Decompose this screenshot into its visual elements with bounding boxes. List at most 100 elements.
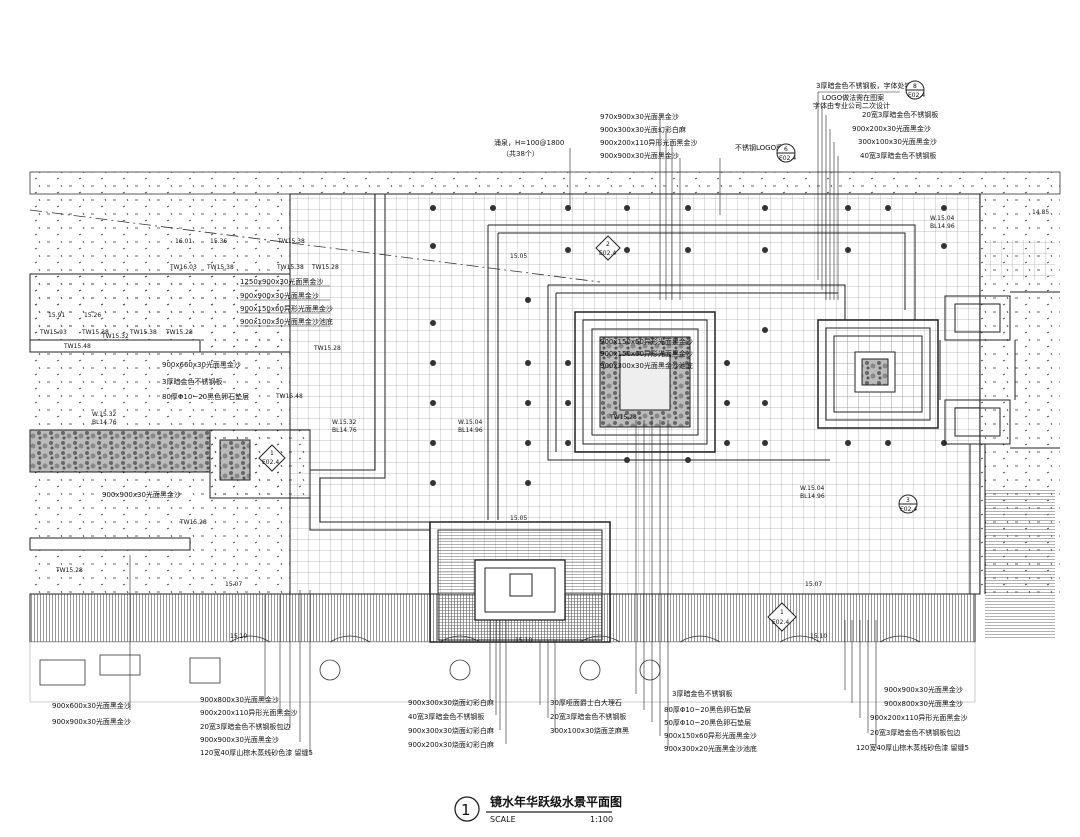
note-text: 900x200x110异形光面黑金沙 bbox=[870, 713, 967, 722]
scale-label: SCALE bbox=[490, 815, 516, 824]
stepped-pool-outlines bbox=[309, 194, 939, 643]
bubble-number: 1 bbox=[780, 609, 784, 616]
level-text: TW15.93 bbox=[39, 329, 67, 336]
level-text: W.15.04 bbox=[800, 485, 825, 492]
bubble-number: 3 bbox=[906, 497, 910, 504]
bubble-number: 2 bbox=[606, 241, 610, 248]
level-text: BL14.76 bbox=[332, 427, 357, 434]
bottom-planters bbox=[39, 635, 921, 686]
level-text: TW15.48 bbox=[275, 393, 303, 400]
bubble-sheet: E02.4 bbox=[772, 619, 789, 626]
note-text: 20宽3厚暗金色不锈钢板 bbox=[550, 712, 626, 721]
drawing-title: 镜水年华跃级水景平面图 bbox=[490, 794, 622, 809]
note-text: 300x100x30烧面芝麻黑 bbox=[550, 726, 629, 735]
callout-text: 20宽3厚暗金色不锈钢板 bbox=[862, 110, 938, 119]
level-text: 15.91 bbox=[48, 312, 65, 319]
note-text: 900x300x30烧面幻彩白麻 bbox=[408, 726, 494, 735]
level-text: 14.85 bbox=[1032, 209, 1049, 216]
level-text: 15.10 bbox=[810, 633, 827, 640]
level-text: TW15.28 bbox=[179, 519, 207, 526]
callout-text: 字体由专业公司二次设计 bbox=[813, 101, 890, 110]
bubble-sheet: E02.4 bbox=[908, 92, 925, 99]
bubble-sheet: E02.4 bbox=[262, 459, 279, 466]
level-text: 15.07 bbox=[805, 581, 822, 588]
bottom-center-notes: 900x300x30烧面幻彩白麻 40宽3厚暗金色不锈钢板 900x300x30… bbox=[408, 698, 629, 749]
right-pavilion bbox=[939, 291, 1060, 594]
fountain-jets bbox=[430, 205, 947, 486]
level-text: 15.07 bbox=[225, 581, 242, 588]
spot-label: 涌泉，H=100@1800 bbox=[494, 138, 564, 147]
logo-label: 不锈钢LOGO牌 bbox=[735, 143, 783, 152]
bubble-sheet: E02.4 bbox=[900, 506, 917, 513]
level-text: TW15.28 bbox=[165, 329, 193, 336]
level-text: TW15.28 bbox=[609, 414, 637, 421]
level-text: TW15.28 bbox=[311, 264, 339, 271]
detail-bubble: 1 E02.4 bbox=[258, 444, 286, 472]
level-text: 15.05 bbox=[510, 253, 527, 260]
level-text: 15.36 bbox=[210, 238, 227, 245]
note-text: 900x900x30光面黑金沙 bbox=[200, 735, 279, 744]
callout-text: 900x900x30光面黑金沙 bbox=[600, 151, 679, 160]
note-text: 900x660x30光面黑金沙 bbox=[162, 360, 241, 369]
callout-text: 970x900x30光面黑金沙 bbox=[600, 112, 679, 121]
scale-value: 1:100 bbox=[590, 815, 613, 824]
note-text: 900x150x60异形光面黑金沙 bbox=[240, 304, 333, 313]
note-text: 3厚暗金色不锈钢板 bbox=[672, 689, 732, 698]
level-text: 15.10 bbox=[515, 637, 532, 644]
note-text: 900x150x60异形光面黑金沙 bbox=[664, 731, 757, 740]
callout-text: 40宽3厚暗金色不锈钢板 bbox=[860, 151, 936, 160]
bottom-center-right-notes: 3厚暗金色不锈钢板 80厚Φ10~20黑色卵石垫层 50厚Φ10~20黑色卵石垫… bbox=[664, 689, 757, 753]
note-text: 20宽3厚暗金色不锈钢板包边 bbox=[200, 722, 290, 731]
note-text: 900x600x30光面黑金沙 bbox=[52, 701, 131, 710]
level-text: BL14.96 bbox=[930, 223, 955, 230]
note-text: 120宽40厚山棕木蒸线砂色漆 留缝5 bbox=[856, 743, 969, 752]
note-text: 900x900x30光面黑金沙 bbox=[102, 490, 181, 499]
note-text: 20宽3厚暗金色不锈钢板包边 bbox=[870, 728, 960, 737]
note-text: 900x150x60异形光面黑金沙 bbox=[600, 337, 693, 346]
level-text: 15.05 bbox=[510, 515, 527, 522]
detail-bubble: 1 E02.4 bbox=[767, 602, 797, 632]
note-text: 80厚Φ10~20黑色卵石垫层 bbox=[664, 705, 751, 714]
note-text: 3厚暗金色不锈钢板 bbox=[162, 377, 222, 386]
callout-text: 900x200x30光面黑金沙 bbox=[852, 124, 931, 133]
note-text: 900x300x30光面黑金沙池底 bbox=[600, 361, 693, 370]
section-line bbox=[29, 209, 601, 283]
level-text: W.15.04 bbox=[930, 215, 955, 222]
bubble-number: 8 bbox=[913, 83, 917, 90]
note-text: 40宽3厚暗金色不锈钢板 bbox=[408, 712, 484, 721]
callout-text: 900x300x30光面幻彩白麻 bbox=[600, 125, 686, 134]
bubble-number: 6 bbox=[784, 146, 788, 153]
bubble-sheet: E02.4 bbox=[599, 250, 616, 257]
detail-bubble: 6 E02.4 bbox=[776, 143, 796, 163]
level-text: TW15.38 bbox=[129, 329, 157, 336]
note-text: 1250x900x30光面黑金沙 bbox=[240, 277, 323, 286]
drawing-title-block: 1 镜水年华跃级水景平面图 SCALE 1:100 bbox=[454, 794, 622, 824]
level-text: 15.10 bbox=[230, 633, 247, 640]
level-text: TW15.32 bbox=[101, 333, 129, 340]
level-text: TW15.38 bbox=[206, 264, 234, 271]
callouts-top-middle: 970x900x30光面黑金沙 900x300x30光面幻彩白麻 900x200… bbox=[494, 112, 783, 160]
level-text: TW15.28 bbox=[313, 345, 341, 352]
level-text: W.15.32 bbox=[92, 411, 117, 418]
drawing-number: 1 bbox=[461, 801, 471, 819]
level-text: 16.01 bbox=[175, 238, 192, 245]
level-text: 15.26 bbox=[84, 312, 101, 319]
bottom-right-notes: 900x900x30光面黑金沙 900x800x30光面黑金沙 900x200x… bbox=[856, 685, 969, 752]
level-text: TW15.28 bbox=[55, 567, 83, 574]
note-text: 900x900x30光面黑金沙 bbox=[240, 291, 319, 300]
callout-text: 900x200x110异形光面黑金沙 bbox=[600, 138, 697, 147]
leader-lines bbox=[129, 91, 900, 754]
bubble-sheet: E02.4 bbox=[779, 155, 796, 162]
note-text: 80厚Φ10~20黑色卵石垫层 bbox=[162, 392, 249, 401]
level-text: W.15.32 bbox=[332, 419, 357, 426]
note-text: 900x300x30烧面幻彩白麻 bbox=[408, 698, 494, 707]
note-text: 900x800x30光面黑金沙 bbox=[200, 695, 279, 704]
level-text: TW15.48 bbox=[63, 343, 91, 350]
note-text: 900x100x30光面黑金沙池底 bbox=[240, 317, 333, 326]
level-text: TW15.38 bbox=[81, 329, 109, 336]
center-notes: 900x150x60异形光面黑金沙 900x150x60异形光面黑金沙 900x… bbox=[600, 337, 693, 370]
note-text: 120宽40厚山棕木蒸线砂色漆 留缝5 bbox=[200, 748, 313, 757]
callout-text: 3厚暗金色不锈钢板，字体处镂空 bbox=[816, 81, 918, 90]
level-text: W.15.04 bbox=[458, 419, 483, 426]
